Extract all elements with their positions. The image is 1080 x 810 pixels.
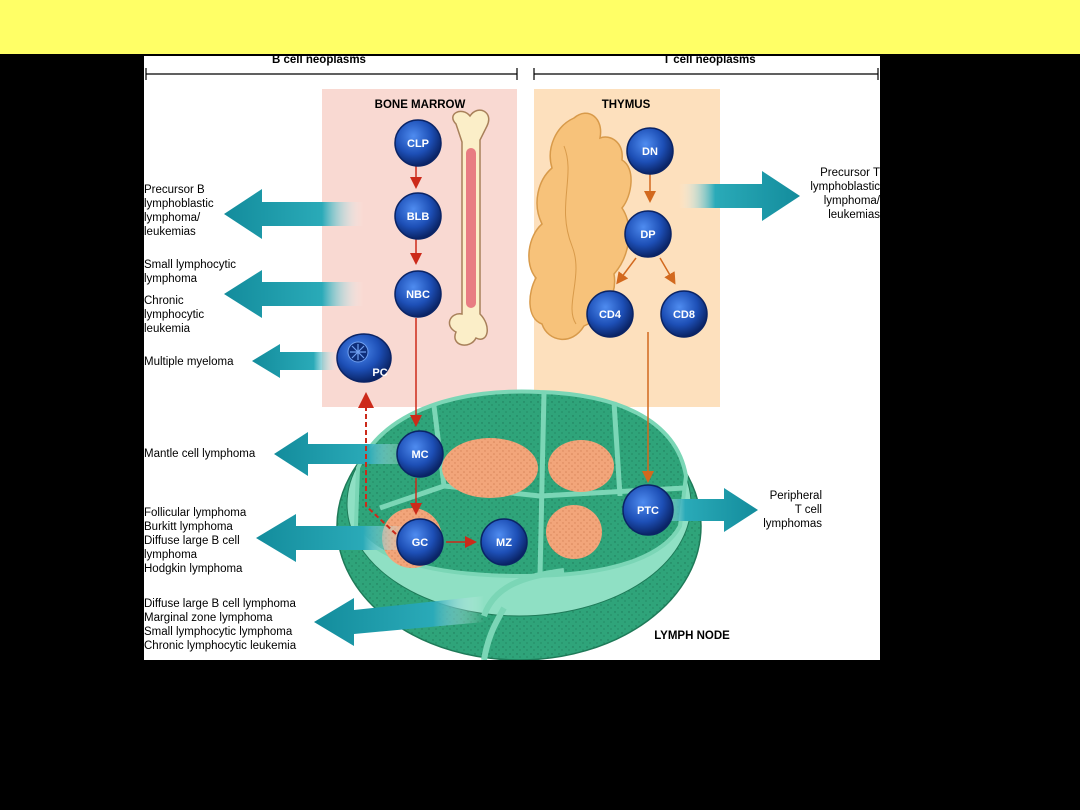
arrow-marginal-zone bbox=[314, 596, 484, 646]
svg-text:BLB: BLB bbox=[407, 211, 430, 223]
title-banner bbox=[0, 0, 1080, 54]
cell-dp: DP bbox=[624, 210, 672, 258]
t-cell-header: T cell neoplasms bbox=[663, 54, 756, 66]
lymph-node-title: LYMPH NODE bbox=[654, 630, 730, 642]
t-cell-bracket bbox=[533, 68, 879, 80]
svg-text:GC: GC bbox=[412, 537, 429, 549]
b-cell-bracket bbox=[145, 68, 518, 80]
svg-text:PTC: PTC bbox=[637, 505, 659, 517]
svg-text:CD4: CD4 bbox=[599, 309, 622, 321]
cell-mz: MZ bbox=[480, 518, 528, 566]
cell-clp: CLP bbox=[394, 119, 442, 167]
cell-cd4: CD4 bbox=[586, 290, 634, 338]
cell-pc: PC bbox=[336, 333, 392, 383]
thymus-illustration bbox=[528, 112, 632, 341]
cell-mc: MC bbox=[396, 430, 444, 478]
cell-dn: DN bbox=[626, 127, 674, 175]
svg-text:MC: MC bbox=[411, 449, 428, 461]
cell-blb: BLB bbox=[394, 192, 442, 240]
arrow-multiple-myeloma bbox=[252, 344, 340, 378]
cell-ptc: PTC bbox=[622, 484, 674, 536]
arrow-gc-pc bbox=[358, 392, 397, 535]
cell-gc: GC bbox=[396, 518, 444, 566]
cell-cd8: CD8 bbox=[660, 290, 708, 338]
label-small-lymphocytic: Small lymphocytic lymphoma bbox=[144, 259, 237, 285]
bone-illustration bbox=[448, 109, 490, 346]
label-marginal-group: Diffuse large B cell lymphoma Marginal z… bbox=[144, 598, 297, 652]
label-multiple-myeloma: Multiple myeloma bbox=[144, 356, 234, 368]
arrow-small-lymphocytic bbox=[224, 270, 364, 318]
svg-text:PC: PC bbox=[372, 367, 387, 379]
arrow-peripheral-t bbox=[654, 488, 758, 532]
label-peripheral-t: Peripheral T cell lymphomas bbox=[763, 490, 822, 530]
svg-text:DP: DP bbox=[640, 229, 655, 241]
arrow-follicular bbox=[256, 514, 409, 562]
label-precursor-t: Precursor T lymphoblastic lymphoma/ leuk… bbox=[810, 167, 880, 221]
cell-nbc: NBC bbox=[394, 270, 442, 318]
lymphoid-neoplasm-diagram: CLP BLB NBC PC MC GC MZ D bbox=[145, 68, 879, 660]
bone-marrow-title: BONE MARROW bbox=[375, 99, 466, 111]
svg-text:CD8: CD8 bbox=[673, 309, 695, 321]
label-follicular-group: Follicular lymphoma Burkitt lymphoma Dif… bbox=[144, 507, 247, 575]
thymus-title: THYMUS bbox=[602, 99, 651, 111]
svg-text:DN: DN bbox=[642, 146, 658, 158]
arrow-mantle-cell bbox=[274, 432, 409, 476]
arrow-dp-cd8 bbox=[659, 257, 676, 285]
svg-text:NBC: NBC bbox=[406, 289, 430, 301]
svg-text:CLP: CLP bbox=[407, 138, 429, 150]
arrow-precursor-b bbox=[224, 189, 364, 239]
arrow-dp-cd4 bbox=[616, 257, 637, 285]
diagram-panel: CLP BLB NBC PC MC GC MZ D bbox=[144, 54, 880, 660]
label-mantle-cell: Mantle cell lymphoma bbox=[144, 448, 256, 460]
svg-text:MZ: MZ bbox=[496, 537, 512, 549]
label-precursor-b: Precursor B lymphoblastic lymphoma/ leuk… bbox=[144, 184, 214, 238]
arrow-precursor-t bbox=[679, 171, 800, 221]
b-cell-header: B cell neoplasms bbox=[272, 54, 366, 66]
label-chronic-lymphocytic: Chronic lymphocytic leukemia bbox=[144, 295, 205, 335]
